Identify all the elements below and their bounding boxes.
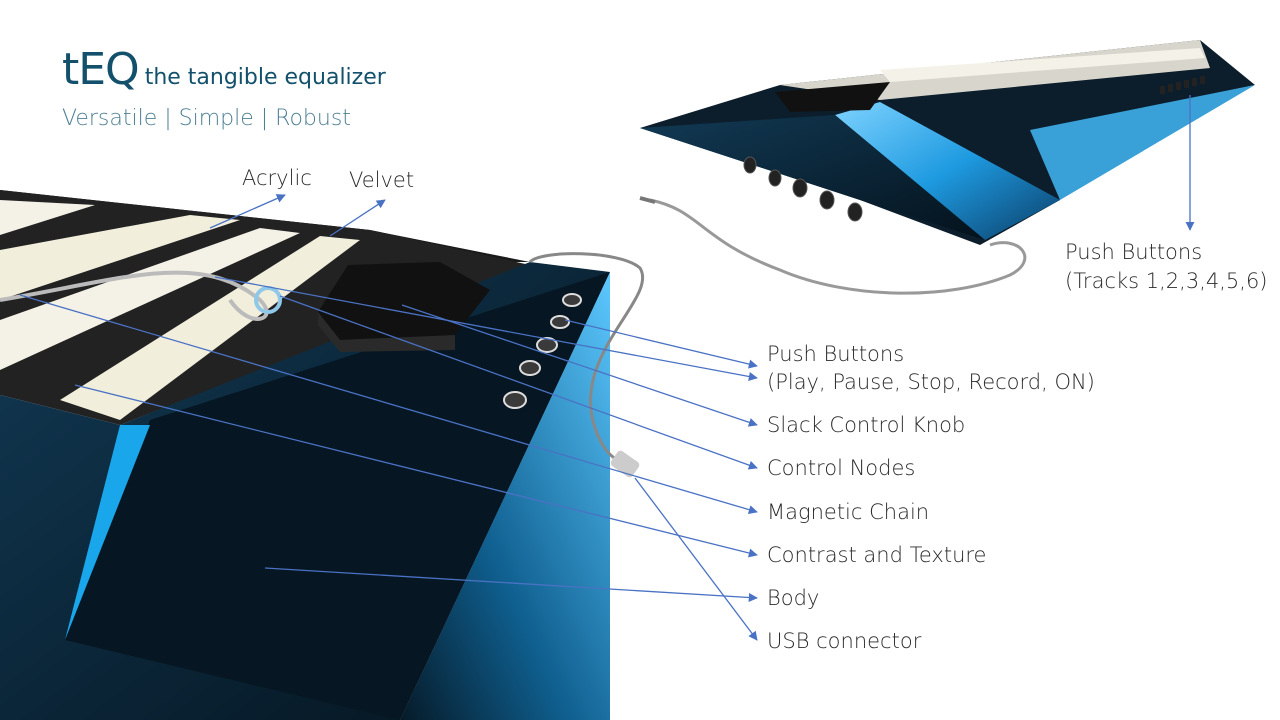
label-contrast-texture: Contrast and Texture <box>767 543 987 567</box>
arrow-body <box>264 567 758 603</box>
label-track-buttons-detail: (Tracks 1,2,3,4,5,6) <box>1065 269 1268 293</box>
right-device <box>639 40 1255 295</box>
usb-cable <box>528 252 644 470</box>
label-acrylic: Acrylic <box>242 166 312 190</box>
label-control-nodes: Control Nodes <box>767 456 916 480</box>
usb-connector <box>610 450 640 478</box>
label-slack-knob: Slack Control Knob <box>767 413 966 437</box>
track-buttons <box>1160 76 1205 94</box>
acrylic-velvet-stripes <box>0 200 360 420</box>
label-usb: USB connector <box>767 629 922 653</box>
arrow-magnetic-chain <box>19 294 758 515</box>
arrow-slack-knob <box>401 304 758 427</box>
callout-arrows <box>19 95 1195 641</box>
slack-control-knob-right <box>775 82 890 112</box>
label-velvet: Velvet <box>349 168 415 192</box>
label-push-buttons-detail: (Play, Pause, Stop, Record, ON) <box>767 370 1095 394</box>
arrow-acrylic <box>209 194 286 229</box>
magnetic-chain <box>0 270 269 321</box>
arrow-velvet <box>329 199 386 237</box>
title-main: tEQ <box>62 44 140 95</box>
label-body: Body <box>767 586 820 610</box>
arrow-contrast-texture <box>74 384 758 558</box>
arrow-push-buttons-1 <box>564 319 758 369</box>
label-push-buttons: Push Buttons <box>767 342 905 366</box>
control-node <box>254 286 282 314</box>
arrow-control-nodes <box>279 295 758 470</box>
left-device <box>0 190 644 720</box>
arrow-usb <box>634 477 758 641</box>
label-track-buttons: Push Buttons <box>1065 240 1203 264</box>
tagline: Versatile | Simple | Robust <box>62 106 351 131</box>
arrow-push-buttons-2 <box>214 276 758 381</box>
title-subtitle: the tangible equalizer <box>144 65 386 90</box>
push-buttons <box>503 293 582 409</box>
label-magnetic-chain: Magnetic Chain <box>767 500 930 524</box>
